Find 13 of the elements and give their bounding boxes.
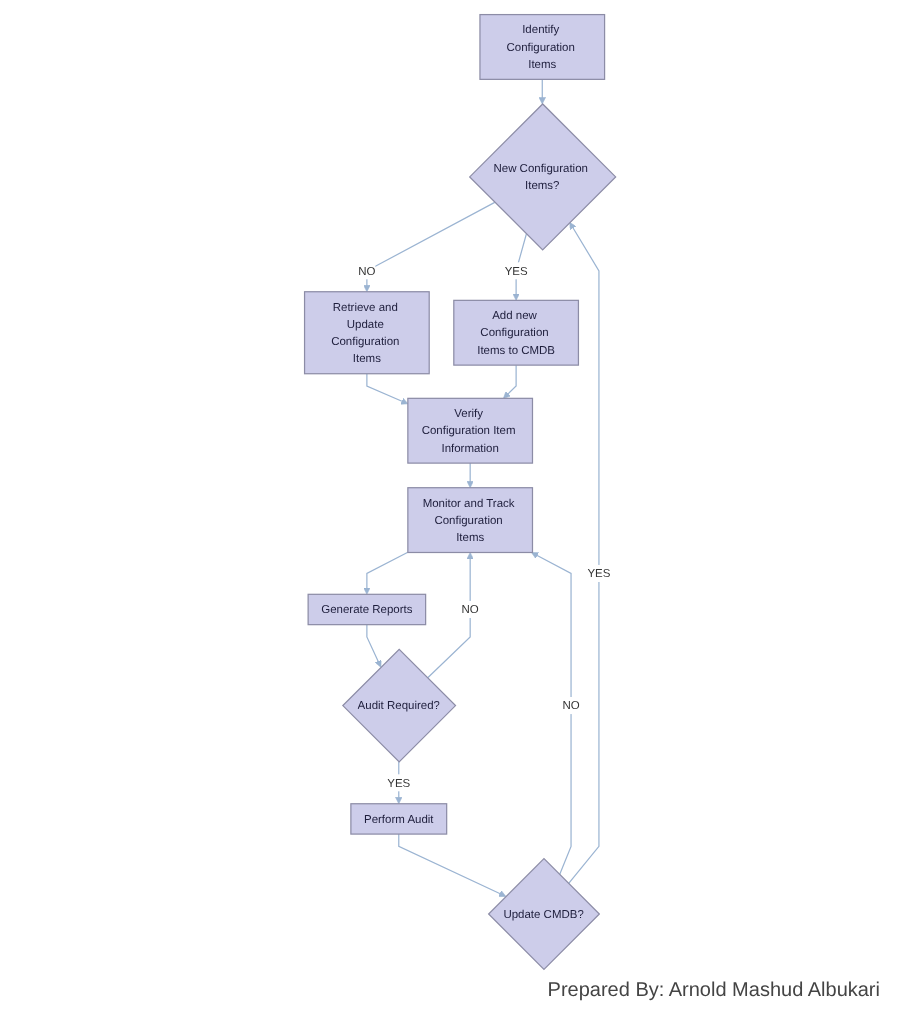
arrow (466, 462, 474, 489)
author-credit: Prepared By: Arnold Mashud Albukari (547, 980, 880, 1002)
arrow (398, 833, 507, 897)
arrow (363, 551, 409, 595)
arrow (531, 552, 572, 876)
arrow (512, 233, 527, 301)
arrow (567, 222, 600, 885)
arrow (503, 364, 517, 399)
arrow (426, 552, 474, 679)
arrow (363, 201, 496, 293)
arrow (366, 624, 382, 668)
arrow (538, 78, 546, 105)
arrow (366, 373, 409, 405)
